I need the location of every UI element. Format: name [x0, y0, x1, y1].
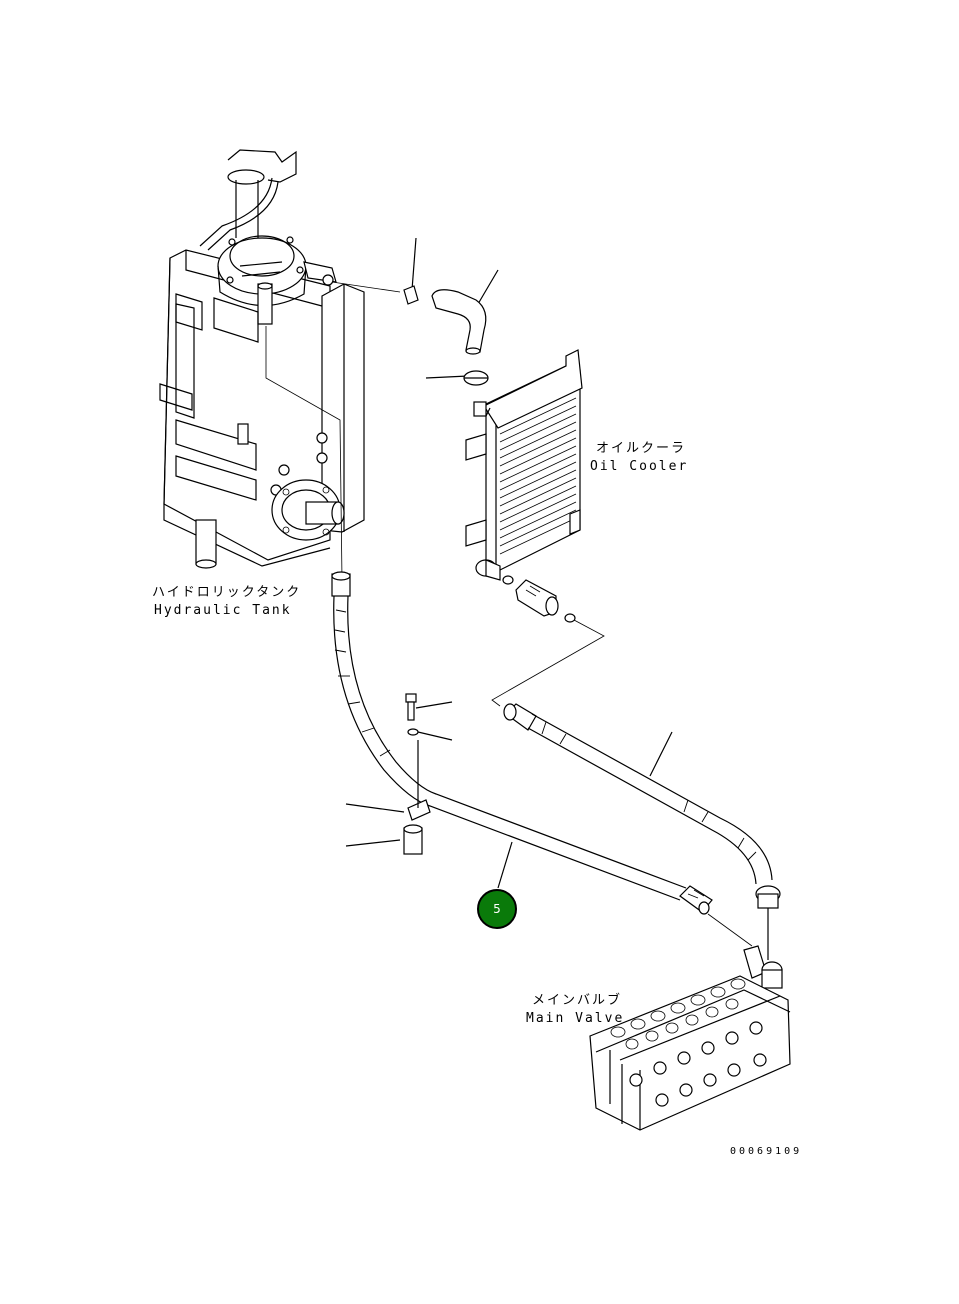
callout-circle[interactable]: [477, 889, 517, 929]
hydraulic-tank-label-en: Hydraulic Tank: [154, 603, 292, 618]
return-hose: [503, 703, 783, 989]
main-valve-label-jp: メインバルブ: [532, 992, 622, 1008]
elbow-hose-parts: [403, 237, 499, 386]
oil-cooler-label-jp: オイルクーラ: [596, 441, 686, 456]
oil-cooler: [465, 349, 605, 707]
hydraulic-tank: [159, 149, 401, 581]
drawing-code: 00069109: [730, 1146, 802, 1157]
suction-hose: [331, 571, 753, 947]
callout-badge-5[interactable]: 5: [477, 889, 517, 929]
main-valve-label-en: Main Valve: [526, 1011, 624, 1026]
main-valve: [589, 975, 791, 1131]
callout-number: 5: [493, 902, 501, 916]
hydraulic-tank-label-jp: ハイドロリックタンク: [152, 585, 301, 600]
oil-cooler-label-en: Oil Cooler: [590, 459, 688, 474]
